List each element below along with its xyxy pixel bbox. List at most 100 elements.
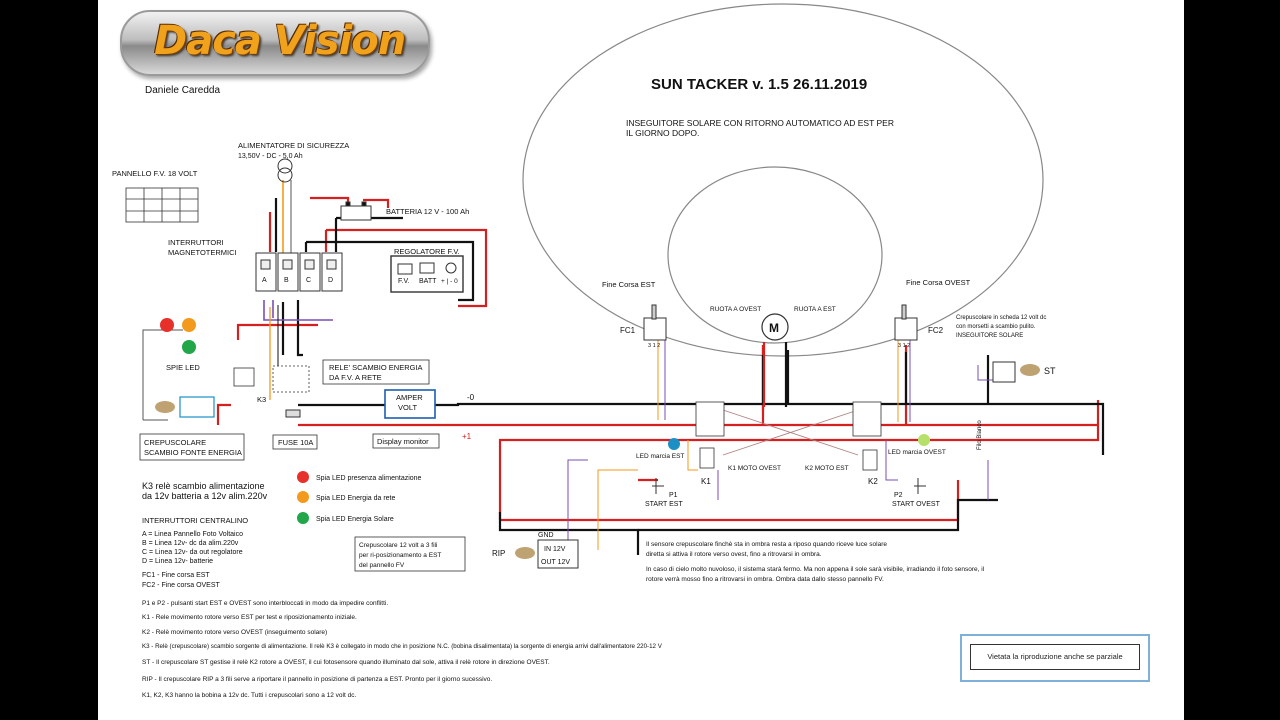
note-6: K1, K2, K3 hanno la bobina a 12v dc. Tut… (142, 692, 356, 699)
button-p2-icon (914, 478, 926, 494)
rip-out: OUT 12V (541, 559, 570, 566)
rail-minus: -0 (467, 393, 475, 402)
note-4: ST - Il crepuscolare ST gestise il relè … (142, 659, 550, 666)
breaker-letter-d: D (328, 277, 333, 284)
note-1: K1 - Rele movimento rotore verso EST per… (142, 614, 357, 621)
description-p2-line2: rotore verrà mosso fino a ritrovarsi in … (646, 576, 884, 583)
legend-led-red-icon (297, 471, 309, 483)
rip-name: RIP (492, 549, 505, 558)
st-module (992, 361, 1016, 383)
st-note-box (955, 313, 1033, 343)
limit-east-name: FC1 (620, 326, 636, 335)
copyright-notice-box: Vietata la riproduzione anche se parzial… (960, 634, 1150, 682)
meter-line-1: AMPER (396, 393, 423, 402)
power-supply-icon (277, 158, 293, 183)
st-note-3: INSEGUITORE SOLARE (956, 333, 1023, 339)
rip-note-2: per ri-posizionamento a EST (359, 552, 441, 559)
switches-legend-item-3: D = Linea 12v- batterie (142, 558, 213, 565)
relay-k3-label-box (322, 359, 430, 385)
led-march-east-icon (668, 438, 680, 450)
button-p1-label: START EST (645, 501, 683, 508)
button-p2-name: P2 (894, 492, 903, 499)
regulator-title: REGOLATORE F.V. (394, 247, 460, 256)
note-3: K3 - Relè (crepuscolare) scambio sorgent… (142, 643, 663, 650)
meter-box (384, 389, 436, 419)
control-wires (142, 180, 998, 555)
k3-note-2: da 12v batteria a 12v alim.220v (142, 491, 268, 501)
title-ellipse-inner (667, 166, 883, 344)
subtitle-line-1: INSEGUITORE SOLARE CON RITORNO AUTOMATIC… (626, 118, 894, 128)
diagram-title: SUN TACKER v. 1.5 26.11.2019 (651, 76, 867, 93)
rip-in: IN 12V (544, 546, 566, 553)
fuse-icon (285, 409, 301, 418)
relay-k1-label: K1 MOTO OVEST (728, 465, 781, 472)
description-p2-line1: In caso di cielo molto nuvoloso, il sist… (646, 566, 985, 573)
logo-text: Daca Vision (154, 18, 406, 64)
motor-symbol: M (769, 321, 779, 335)
st-sensor-icon (1020, 364, 1040, 376)
st-note-2: con morsetti a scambio pulito. (956, 324, 1036, 330)
breakers-block (255, 252, 343, 292)
legend-led-green-label: Spia LED Energia Solare (316, 516, 394, 523)
st-note-1: Crepuscolare in scheda 12 volt dc (956, 315, 1046, 321)
breaker-letter-b: B (284, 277, 289, 284)
crep-source-box (139, 433, 245, 461)
copyright-notice: Vietata la riproduzione anche se parzial… (970, 644, 1140, 670)
crep-source-1: CREPUSCOLARE (144, 438, 206, 447)
limit-east-pins: 3 1 2 (648, 343, 660, 349)
limit-switch-fc1 (643, 304, 667, 341)
regulator-fv: F.V. (398, 278, 409, 285)
meter-caption-box (372, 433, 440, 449)
limit-west-name: FC2 (928, 326, 944, 335)
motor-west: RUOTA A OVEST (710, 306, 761, 313)
description-p1-line2: diretta si attiva il rotore verso ovest,… (646, 551, 822, 558)
note-2: K2 - Relè movimento rotore verso OVEST (… (142, 629, 327, 636)
switches-legend-item-0: A = Linea Pannello Foto Voltaico (142, 531, 243, 538)
rail-plus: +1 (462, 432, 472, 441)
regulator-load: + | - 0 (441, 278, 458, 285)
limit-west-pins: 3 1 2 (898, 343, 910, 349)
motor-icon (761, 313, 789, 341)
breaker-letter-c: C (306, 277, 311, 284)
limit-west-title: Fine Corsa OVEST (906, 278, 971, 287)
relay-k2 (852, 401, 882, 471)
rip-module (537, 539, 579, 569)
note-5: RIP - Il crepuscolare RIP a 3 fili serve… (142, 676, 492, 683)
led-march-west-icon (918, 434, 930, 446)
legend-led-red-label: Spia LED presenza alimentazione (316, 475, 422, 482)
switches-legend-item-5: FC2 - Fine corsa OVEST (142, 582, 221, 589)
schematic-sheet: Daca Vision (98, 0, 1184, 720)
crepuscolare-source (155, 396, 215, 418)
led-grid-icon (182, 318, 196, 332)
relay-k3 (233, 365, 310, 393)
rip-note-box (354, 536, 466, 572)
rip-sensor-icon (515, 547, 535, 559)
relay-k1 (695, 401, 725, 469)
switches-legend-item-4: FC1 - Fine corsa EST (142, 572, 210, 579)
st-name: ST (1044, 366, 1056, 376)
motor-east: RUOTA A EST (794, 306, 836, 313)
author-label: Daniele Caredda (145, 85, 220, 96)
rip-note-1: Crepuscolare 12 volt a 3 fili (359, 542, 437, 549)
battery-label: BATTERIA 12 V - 100 Ah (386, 207, 469, 216)
battery-icon (340, 201, 372, 221)
breakers-label-2: MAGNETOTERMICI (168, 248, 237, 257)
note-0: P1 e P2 - pulsanti start EST e OVEST son… (142, 600, 388, 607)
button-p1-icon (652, 478, 664, 494)
relay-k3-label-2: DA F.V. A RETE (329, 373, 382, 382)
relay-k2-label: K2 MOTO EST (805, 465, 849, 472)
led-march-east-label: LED marcia EST (636, 453, 684, 460)
meter-caption: Display monitor (377, 437, 429, 446)
legend-led-green-icon (297, 512, 309, 524)
k3-note-1: K3 relè scambio alimentazione (142, 481, 265, 491)
subtitle-line-2: IL GIORNO DOPO. (626, 128, 699, 138)
led-power-icon (160, 318, 174, 332)
relay-k2-name: K2 (868, 477, 878, 486)
charge-regulator (390, 255, 464, 293)
switches-legend-item-2: C = Linea 12v- da out regolatore (142, 549, 243, 556)
breakers-label-1: INTERRUTTORI (168, 238, 224, 247)
meter-line-2: VOLT (398, 403, 417, 412)
button-p1-name: P1 (669, 492, 678, 499)
leds-label: SPIE LED (166, 363, 200, 372)
fuse-label-box (272, 434, 318, 450)
